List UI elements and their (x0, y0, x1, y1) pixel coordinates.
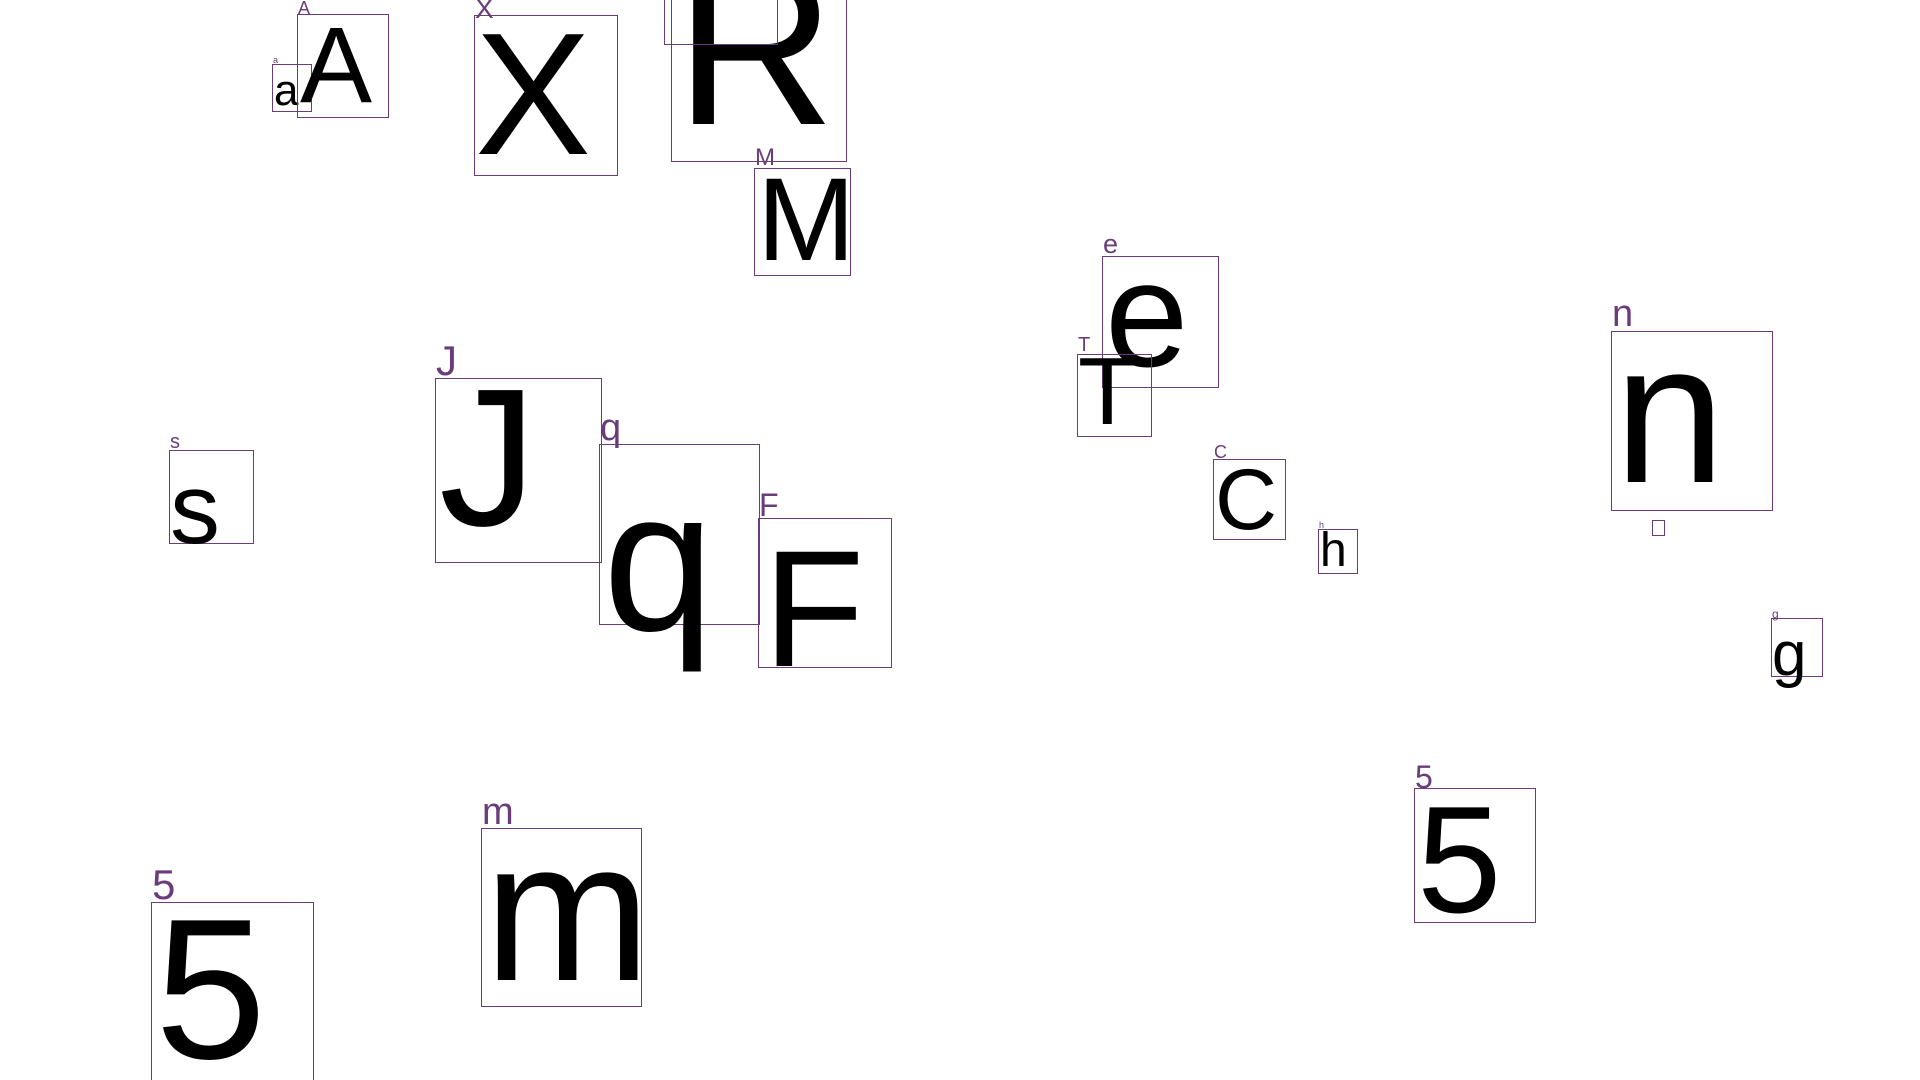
glyph-label-T: T (1078, 334, 1091, 356)
glyph-box-T: T T (1077, 335, 1152, 440)
glyph-label-e: e (1103, 229, 1119, 259)
glyph-box-R: R (671, 0, 847, 162)
glyph-label-five-right: 5 (1415, 759, 1433, 795)
glyph-char-e: e (1105, 230, 1189, 398)
glyph-char-J: J (439, 348, 537, 567)
glyph-box-X: X X (474, 0, 618, 181)
glyph-box-g: g g (1771, 608, 1823, 686)
glyph-box-n: n n (1611, 295, 1773, 514)
glyph-char-g: g (1772, 620, 1807, 689)
glyph-label-g: g (1772, 607, 1779, 621)
glyph-char-R: R (675, 0, 836, 172)
glyph-label-five-left: 5 (152, 861, 176, 908)
glyph-box-five-right: 5 5 (1414, 761, 1536, 936)
glyph-label-F: F (759, 487, 779, 523)
glyph-char-five-right: 5 (1417, 775, 1502, 945)
glyph-char-m: m (484, 800, 651, 1023)
glyph-box-C: C C (1213, 443, 1286, 548)
glyph-label-J: J (436, 337, 457, 384)
glyph-char-s: s (170, 453, 220, 565)
glyph-label-n: n (1612, 293, 1634, 335)
glyph-box-h: h h (1318, 521, 1358, 577)
glyph-label-s: s (170, 431, 180, 453)
glyph-label-A: A (298, 0, 311, 18)
glyph-char-T: T (1078, 338, 1137, 445)
glyph-box-a-small: a a (272, 56, 312, 115)
glyph-box-R-inner (664, 0, 778, 45)
glyph-char-F: F (763, 517, 865, 702)
glyph-box-J: J J (435, 340, 602, 563)
glyph-label-h: h (1319, 520, 1325, 530)
glyph-label-m: m (482, 791, 514, 833)
glyph-label-C: C (1214, 442, 1227, 462)
glyph-label-a-small: a (273, 55, 279, 65)
glyph-box-M: M M (754, 146, 855, 279)
glyph-box-five-left: 5 5 (151, 864, 314, 1080)
glyph-char-X: X (475, 0, 592, 191)
glyph-char-a-small: a (274, 66, 299, 115)
glyph-char-C: C (1215, 452, 1278, 548)
glyph-char-n: n (1614, 302, 1726, 525)
glyph-char-M: M (757, 154, 856, 286)
glyph-char-five-left: 5 (155, 878, 267, 1080)
glyph-char-h: h (1320, 524, 1347, 577)
glyph-label-q: q (600, 407, 622, 449)
tiny-box-under-n (1652, 520, 1665, 536)
glyph-box-A: A A (297, 0, 389, 125)
glyph-box-q: q q (599, 409, 760, 662)
glyph-label-X: X (475, 0, 494, 24)
glyph-char-A: A (300, 4, 373, 125)
glyph-box-m: m m (481, 793, 651, 1012)
glyph-box-e: e e (1102, 231, 1219, 389)
glyph-label-M: M (755, 144, 775, 171)
glyph-char-q: q (603, 450, 715, 673)
glyph-box-s: s s (169, 432, 254, 559)
glyph-box-F: F F (758, 489, 892, 693)
